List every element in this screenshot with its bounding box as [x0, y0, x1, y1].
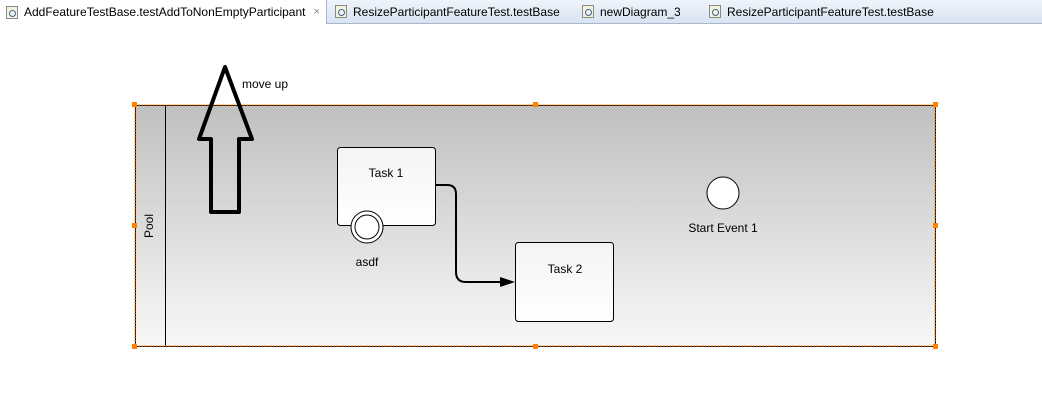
- task-1-label: Task 1: [369, 166, 404, 180]
- sequence-flow[interactable]: [436, 184, 505, 283]
- annotation-text: move up: [242, 77, 288, 91]
- pool-label: Pool: [142, 214, 156, 238]
- editor-tab-bar: AddFeatureTestBase.testAddToNonEmptyPart…: [0, 0, 1042, 24]
- tab-label: AddFeatureTestBase.testAddToNonEmptyPart…: [24, 5, 306, 19]
- task-2[interactable]: Task 2: [515, 242, 614, 322]
- boundary-event-label: asdf: [356, 255, 379, 269]
- boundary-event[interactable]: [350, 210, 384, 244]
- start-event[interactable]: [706, 176, 740, 210]
- close-icon[interactable]: ×: [313, 6, 320, 18]
- diagram-file-icon: [6, 5, 18, 19]
- tab-new-diagram-3[interactable]: newDiagram_3: [582, 0, 681, 23]
- start-event-label: Start Event 1: [688, 221, 758, 235]
- task-1[interactable]: Task 1: [337, 147, 436, 226]
- tab-label: newDiagram_3: [600, 4, 681, 19]
- tab-resize-participant-2[interactable]: ResizeParticipantFeatureTest.testBase: [709, 0, 934, 23]
- diagram-file-icon: [335, 5, 347, 18]
- tab-label: ResizeParticipantFeatureTest.testBase: [353, 4, 560, 19]
- arrowhead-icon: [500, 277, 515, 287]
- resize-handles[interactable]: [132, 102, 938, 349]
- pool-header: [135, 105, 166, 347]
- tab-add-feature-test[interactable]: AddFeatureTestBase.testAddToNonEmptyPart…: [0, 0, 327, 24]
- up-arrow-annotation: [197, 65, 254, 214]
- diagram-file-icon: [709, 5, 721, 18]
- diagram-file-icon: [582, 5, 594, 18]
- tab-label: ResizeParticipantFeatureTest.testBase: [727, 4, 934, 19]
- task-2-label: Task 2: [548, 262, 583, 276]
- tab-resize-participant-1[interactable]: ResizeParticipantFeatureTest.testBase: [335, 0, 560, 23]
